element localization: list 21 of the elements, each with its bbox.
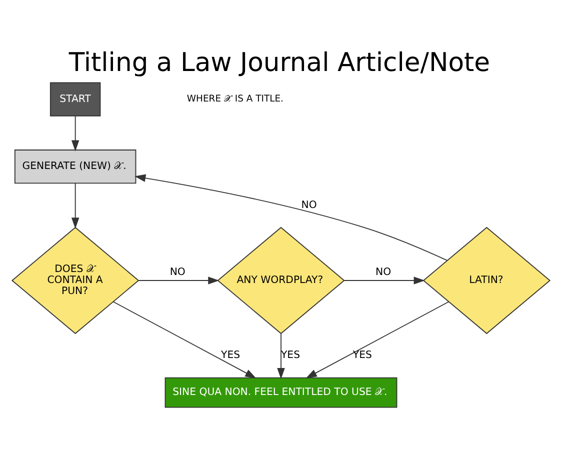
node-box: START: [50, 82, 101, 116]
node-box: GENERATE (NEW) 𝒳.: [14, 150, 136, 184]
node-diamond: LATIN?: [422, 226, 551, 334]
edge-label: YES: [221, 350, 240, 362]
edge-label: NO: [376, 266, 392, 278]
edge-label: NO: [170, 266, 186, 278]
diagram-title: Titling a Law Journal Article/Note: [68, 48, 490, 78]
node-box: SINE QUA NON. FEEL ENTITLED TO USE 𝒳.: [164, 377, 398, 408]
edge-label: YES: [352, 350, 372, 362]
label: WHERE 𝒳 IS A TITLE.: [186, 94, 284, 105]
node-diamond: DOES 𝒳 CONTAIN A PUN?: [11, 226, 140, 334]
arrow: [71, 182, 80, 229]
arrow: [277, 333, 285, 380]
arrow: [134, 174, 448, 261]
arrow: [344, 276, 425, 284]
arrow: [138, 276, 220, 284]
arrow: [71, 116, 80, 152]
arrow: [112, 301, 256, 378]
arrow: [306, 301, 450, 378]
edge-label: NO: [301, 200, 317, 211]
node-diamond: ANY WORDPLAY?: [217, 226, 345, 334]
